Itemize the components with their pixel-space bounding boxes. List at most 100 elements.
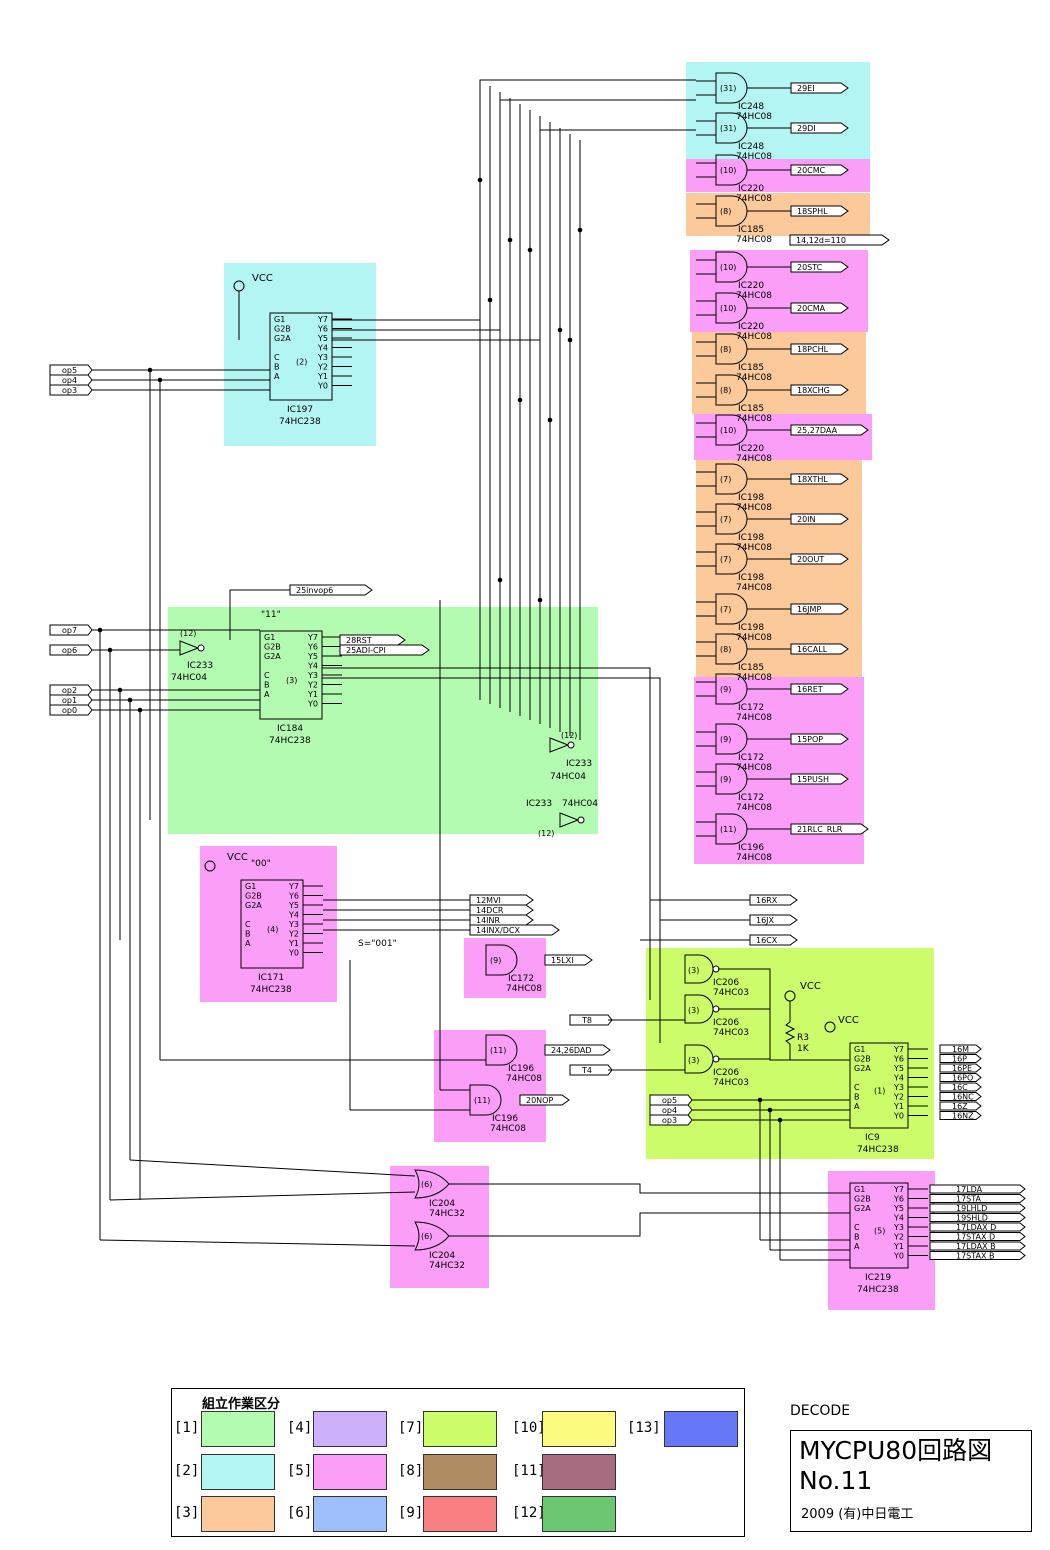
input-port bbox=[49, 694, 93, 706]
gate-type: 74HC08 bbox=[736, 633, 772, 643]
and-gate bbox=[715, 251, 748, 283]
gate-ref: IC172 bbox=[738, 753, 764, 763]
vcc-label: VCC bbox=[252, 273, 273, 284]
wire bbox=[322, 667, 651, 1000]
gate-ref: IC198 bbox=[738, 533, 764, 543]
output-port-label: 29EI bbox=[797, 84, 815, 93]
input-port-label: T8 bbox=[581, 1016, 592, 1025]
input-port-label: op4 bbox=[62, 376, 77, 385]
gate-ref: IC198 bbox=[738, 623, 764, 633]
output-port bbox=[790, 603, 849, 615]
wire bbox=[229, 589, 290, 640]
junction-dot bbox=[497, 577, 503, 583]
and-gate bbox=[715, 723, 748, 755]
legend-label: [9] bbox=[398, 1505, 424, 1521]
chip-pin-label: Y0 bbox=[288, 949, 299, 958]
chip-pin-label: C bbox=[854, 1223, 860, 1232]
output-port-label: 17LDA bbox=[956, 1185, 983, 1194]
chip-type: 74HC238 bbox=[250, 985, 292, 995]
inverter-unit: (12) bbox=[180, 629, 196, 638]
output-port bbox=[790, 122, 849, 134]
title-block: MYCPU80回路図 No.11 2009 (有)中日電工 bbox=[790, 1430, 1032, 1532]
chip-pin-label: C bbox=[274, 353, 280, 362]
output-port-label: 16Z bbox=[952, 1102, 968, 1111]
output-port-label: 16P bbox=[952, 1055, 967, 1064]
input-port bbox=[49, 384, 93, 396]
chip-pin-label: Y1 bbox=[288, 939, 299, 948]
chip-type: 74HC238 bbox=[857, 1285, 899, 1295]
output-port-label: 28RST bbox=[346, 636, 372, 645]
input-port bbox=[649, 1094, 693, 1106]
legend-swatch bbox=[664, 1411, 738, 1447]
inverter-ref: IC233 bbox=[187, 661, 213, 671]
gate-type: 74HC08 bbox=[736, 543, 772, 553]
gate-ref: IC206 bbox=[713, 1068, 739, 1078]
gate-ref: IC172 bbox=[508, 974, 534, 984]
output-port-label: 18XTHL bbox=[797, 475, 828, 484]
gate-ref: IC172 bbox=[738, 793, 764, 803]
and-gate bbox=[715, 813, 748, 845]
chip-pin-label: C bbox=[854, 1083, 860, 1092]
output-port bbox=[939, 1101, 982, 1111]
drawing-number: No.11 bbox=[799, 1466, 873, 1495]
wire bbox=[449, 1183, 850, 1194]
decoder-chip bbox=[849, 1042, 909, 1129]
legend-swatch bbox=[313, 1454, 387, 1490]
wire bbox=[449, 1212, 850, 1237]
chip-ref: IC9 bbox=[865, 1133, 880, 1143]
vcc-label: VCC bbox=[227, 852, 248, 863]
gate-ref: IC172 bbox=[738, 703, 764, 713]
gate-unit: (11) bbox=[720, 825, 736, 834]
chip-pin-label: G1 bbox=[245, 882, 256, 891]
chip-pin-label: A bbox=[245, 939, 251, 948]
legend-swatch bbox=[542, 1496, 616, 1532]
chip-pin-label: Y2 bbox=[893, 1093, 904, 1102]
chip-pin-label: Y5 bbox=[893, 1064, 904, 1073]
inverter bbox=[559, 812, 580, 828]
chip-pin-label: A bbox=[854, 1242, 860, 1251]
gate-type: 74HC08 bbox=[736, 414, 772, 424]
chip-unit: (2) bbox=[296, 358, 307, 367]
output-port-label: 15LXI bbox=[551, 956, 573, 965]
chip-type: 74HC238 bbox=[279, 417, 321, 427]
drawing-credit: 2009 (有)中日電工 bbox=[801, 1507, 914, 1522]
output-port bbox=[790, 643, 849, 655]
output-port-label: 17STAX D bbox=[956, 1233, 995, 1242]
legend-label: [6] bbox=[287, 1505, 313, 1521]
output-port-label: 16PE bbox=[952, 1064, 972, 1073]
junction-dot bbox=[527, 247, 533, 253]
gate-unit: (8) bbox=[720, 345, 731, 354]
chip-pin-label: G2A bbox=[854, 1204, 871, 1213]
chip-pin-label: Y4 bbox=[288, 911, 299, 920]
and-gate bbox=[715, 633, 748, 665]
chip-pin-label: Y4 bbox=[307, 662, 318, 671]
input-port bbox=[49, 684, 93, 696]
chip-pin-label: A bbox=[854, 1102, 860, 1111]
inverter-type: 74HC04 bbox=[550, 772, 586, 782]
chip-pin-label: Y7 bbox=[893, 1045, 904, 1054]
output-port bbox=[929, 1213, 1026, 1222]
vcc-label: VCC bbox=[838, 1015, 859, 1026]
group-area-3 bbox=[696, 460, 862, 678]
gate-ref: IC206 bbox=[713, 1018, 739, 1028]
output-port-label: 15POP bbox=[797, 735, 823, 744]
and-gate bbox=[715, 414, 748, 446]
output-port bbox=[929, 1184, 1026, 1194]
legend-label: [8] bbox=[398, 1463, 424, 1479]
output-port-label: 14DCR bbox=[476, 906, 504, 915]
output-port bbox=[790, 513, 849, 525]
inverter-bubble bbox=[197, 644, 205, 652]
gate-type: 74HC08 bbox=[736, 583, 772, 593]
junction-dot bbox=[507, 237, 513, 243]
gate-ref: IC248 bbox=[738, 102, 764, 112]
output-port bbox=[939, 1054, 982, 1063]
chip-pin-label: G2A bbox=[264, 652, 281, 661]
chip-pin-label: Y0 bbox=[307, 700, 318, 709]
gate-ref: IC196 bbox=[508, 1064, 534, 1074]
junction-dot bbox=[757, 1097, 763, 1103]
output-port bbox=[544, 1044, 611, 1056]
inverter-ref: IC233 bbox=[566, 759, 592, 769]
output-port-label: 19SHLD bbox=[956, 1214, 988, 1223]
gate-type: 74HC03 bbox=[713, 988, 749, 998]
output-port-label: 18SPHL bbox=[797, 207, 828, 216]
